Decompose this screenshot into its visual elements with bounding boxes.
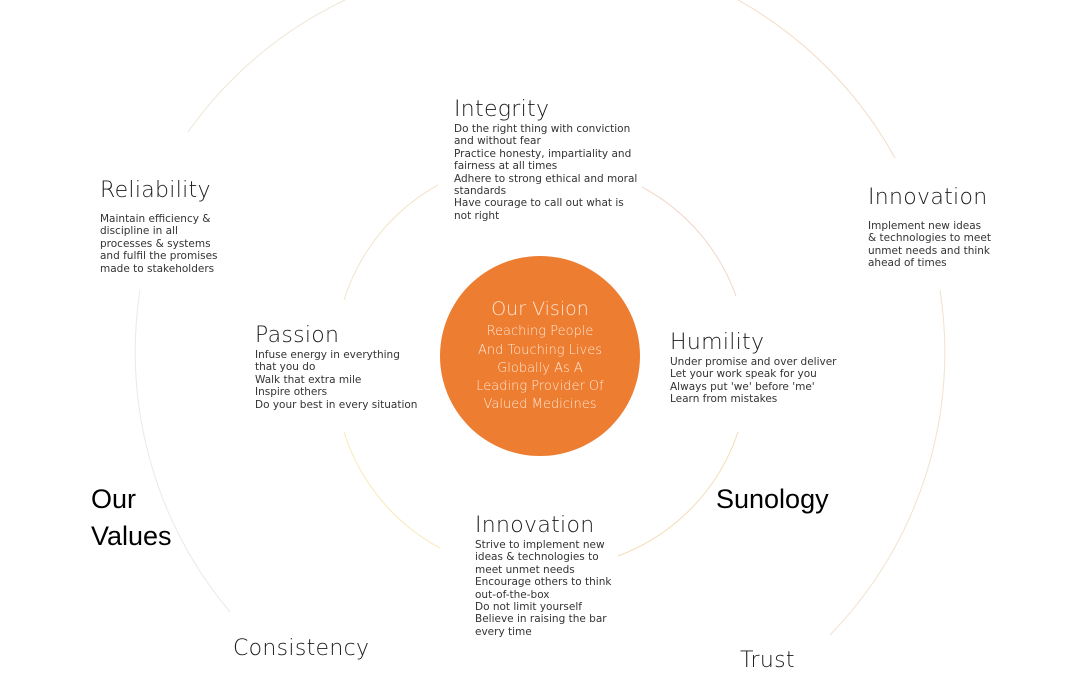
vision-line: Valued Medicines (483, 397, 597, 413)
value-item: Always put 'we' before 'me' (670, 380, 815, 393)
value-item: Adhere to strong ethical and moral (454, 172, 638, 185)
inner-ring-arc-top-right (641, 186, 737, 297)
inner-ring-arc-bottom-left (343, 431, 441, 549)
value-title: Innovation (868, 185, 988, 210)
value-item: & technologies to meet (868, 232, 991, 245)
inner-ring-arc-bottom-right (617, 431, 739, 557)
value-item: Maintain efficiency & (100, 213, 211, 225)
value-trust: Trust (740, 648, 860, 674)
value-item: Learn from mistakes (670, 393, 778, 406)
value-item: and fulfil the promises (100, 250, 218, 263)
value-item: made to stakeholders (100, 262, 215, 275)
value-title: Reliability (100, 178, 211, 203)
value-item: Have courage to call out what is (454, 197, 624, 210)
value-item: Strive to implement new (475, 539, 605, 551)
vision-line: Reaching People (486, 324, 594, 340)
value-item: every time (475, 625, 532, 638)
value-reliability: Reliability Maintain efficiency & discip… (100, 178, 260, 275)
value-title: Humility (670, 330, 765, 355)
value-item: ideas & technologies to (475, 551, 599, 564)
value-item: Infuse energy in everything (255, 349, 400, 361)
value-item: Believe in raising the bar (475, 613, 607, 626)
our-label: Our (91, 484, 137, 514)
value-item: Do your best in every situation (255, 398, 418, 411)
vision-title: Our Vision (491, 298, 589, 321)
vision-circle: Our Vision Reaching People And Touching … (440, 256, 640, 456)
outer-ring-arc-right (829, 289, 946, 636)
value-title: Trust (740, 648, 795, 673)
value-item: not right (454, 209, 500, 222)
our-values-label: Our Values (91, 481, 172, 555)
outer-ring-arc-top-left (187, 0, 346, 133)
value-item: Encourage others to think (475, 576, 612, 589)
value-innovation-outer: Innovation Implement new ideas & technol… (868, 185, 1018, 270)
value-title: Integrity (454, 97, 550, 122)
value-item: discipline in all (100, 225, 178, 238)
value-item: standards (454, 185, 507, 198)
outer-ring-arc-left (134, 289, 231, 613)
value-title: Consistency (233, 636, 370, 661)
value-item: Walk that extra mile (255, 373, 362, 386)
outer-ring-arc-top-right (737, 0, 896, 159)
values-label: Values (91, 521, 172, 551)
value-item: Do not limit yourself (475, 601, 582, 614)
value-item: Practice honesty, impartiality and (454, 147, 632, 160)
vision-line: Leading Provider Of (476, 379, 604, 395)
value-title: Passion (255, 323, 340, 348)
value-item: fairness at all times (454, 160, 558, 173)
vision-line: Globally As A (497, 360, 583, 376)
value-item: ahead of times (868, 257, 947, 270)
value-item: unmet needs and think (868, 244, 991, 257)
value-item: that you do (255, 361, 316, 374)
value-innovation-inner: Innovation Strive to implement new ideas… (475, 513, 645, 638)
value-item: Do the right thing with conviction (454, 123, 631, 135)
value-integrity: Integrity Do the right thing with convic… (454, 97, 654, 222)
sunology-label: Sunology (716, 484, 829, 514)
value-item: meet unmet needs (475, 563, 575, 576)
value-item: and without fear (454, 135, 541, 148)
value-item: Let your work speak for you (670, 368, 817, 381)
value-title: Innovation (475, 513, 595, 538)
inner-ring-arc-top-left (343, 184, 439, 301)
value-item: Under promise and over deliver (670, 356, 837, 368)
value-item: Implement new ideas (868, 220, 982, 232)
value-humility: Humility Under promise and over deliver … (670, 330, 860, 406)
value-consistency: Consistency (233, 636, 413, 662)
value-item: Inspire others (255, 386, 328, 399)
value-passion: Passion Infuse energy in everything that… (255, 323, 435, 411)
value-item: processes & systems (100, 237, 211, 250)
vision-line: And Touching Lives (478, 342, 602, 358)
value-item: out-of-the-box (475, 588, 550, 601)
